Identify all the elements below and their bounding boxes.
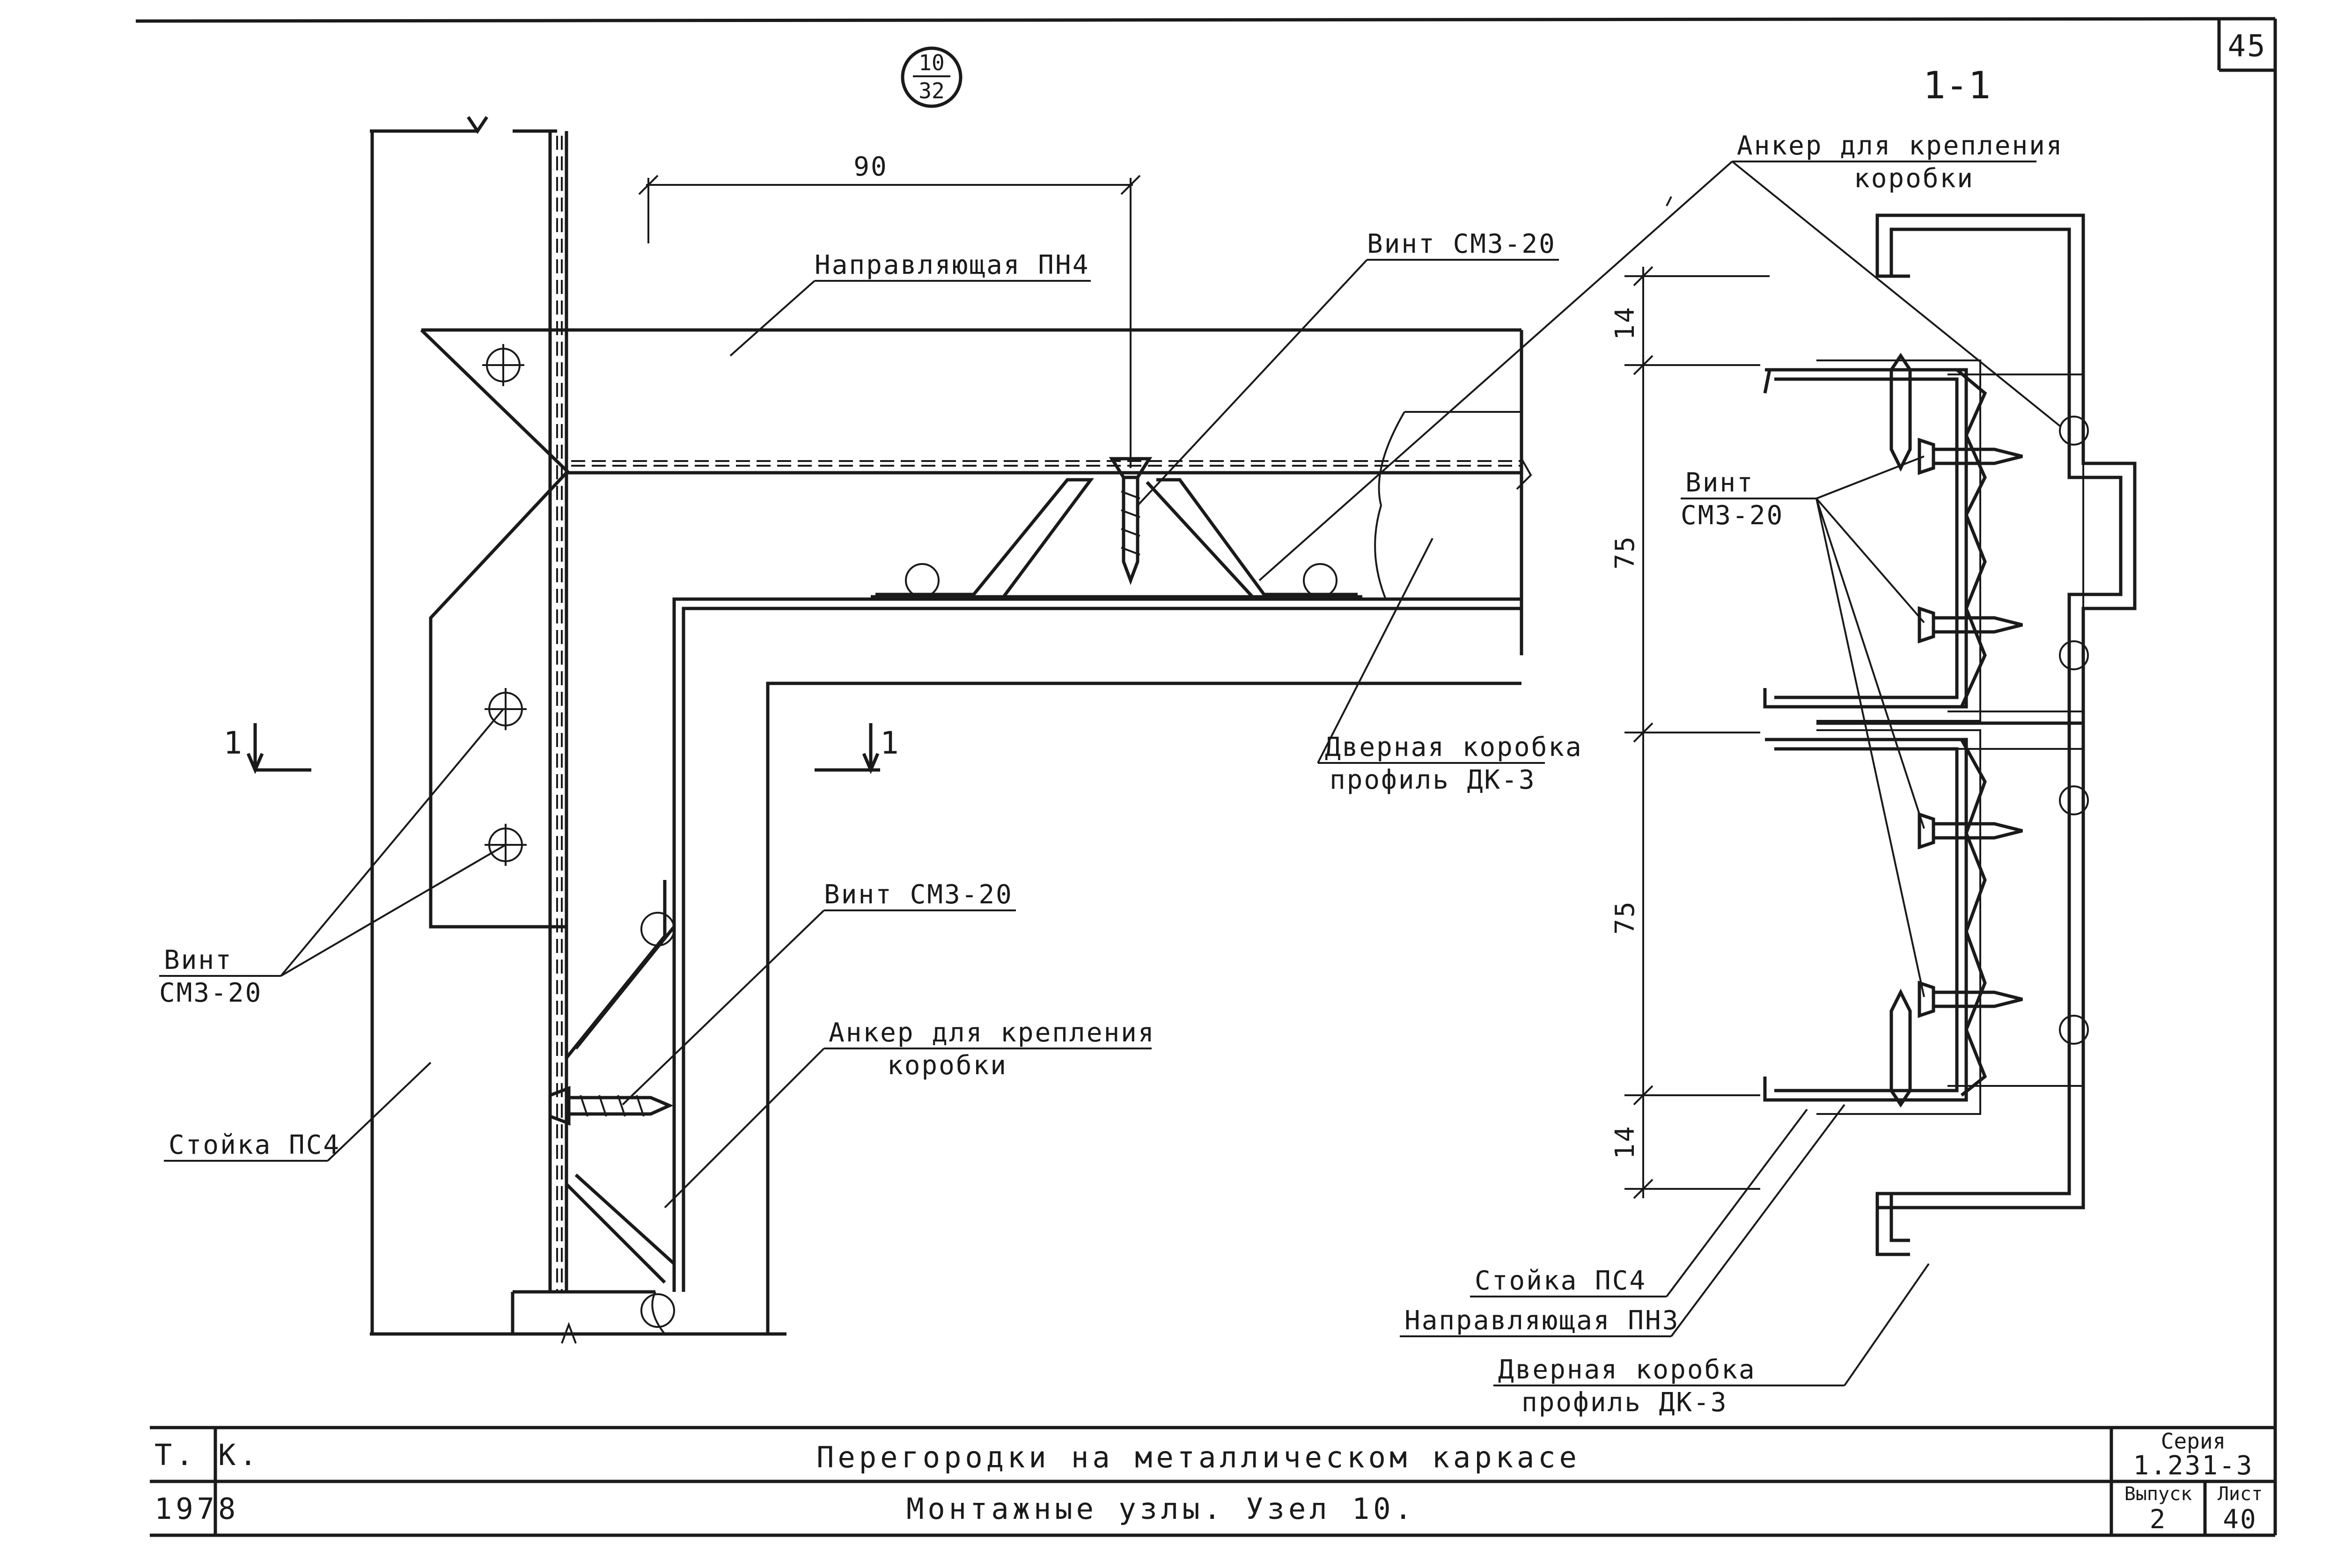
label-screw-right-1: Винт	[1685, 468, 1754, 498]
title-main: Перегородки на металлическом каркасе	[816, 1440, 1580, 1474]
label-door-frame-bottom-2: профиль ДК-3	[1521, 1387, 1728, 1418]
section-mark-left: 1	[223, 725, 243, 761]
issue-label: Выпуск	[2124, 1483, 2192, 1505]
left-annotations: Направляющая ПН4 Винт СМ3-20 Винт СМ3-20…	[159, 229, 1583, 1209]
node-marker: 10 32	[901, 46, 963, 108]
section-1-1-detail: 14 75 75 14	[1610, 213, 2137, 1256]
title-year: 1978	[154, 1492, 239, 1526]
section-title: 1-1	[1923, 64, 1991, 107]
label-screw-top: Винт СМ3-20	[1367, 229, 1556, 259]
dimension-14-bottom: 14	[1610, 1125, 1640, 1159]
label-guide-pn3: Направляющая ПН3	[1404, 1305, 1679, 1336]
title-block: Т. К. 1978 Перегородки на металлическом …	[150, 1428, 2275, 1535]
label-screw-right-2: СМ3-20	[1681, 500, 1784, 531]
dimension-75-bottom: 75	[1610, 900, 1640, 934]
sheet-value: 40	[2223, 1504, 2257, 1535]
label-guide-pn4: Направляющая ПН4	[815, 250, 1089, 280]
label-door-frame-bottom-1: Дверная коробка	[1498, 1355, 1756, 1385]
series-label: Серия	[2161, 1429, 2226, 1454]
label-anchor-mid-1: Анкер для крепления	[829, 1018, 1155, 1048]
label-post-pc4-left: Стойка ПС4	[169, 1130, 340, 1160]
title-org: Т. К.	[154, 1438, 261, 1472]
sheet-label: Лист	[2218, 1483, 2263, 1505]
dimension-90: 90	[853, 152, 888, 182]
label-post-pc4-right: Стойка ПС4	[1475, 1266, 1646, 1296]
label-door-frame-mid-1: Дверная коробка	[1325, 732, 1583, 762]
label-door-frame-mid-2: профиль ДК-3	[1330, 765, 1536, 795]
section-mark-right: 1	[880, 725, 900, 761]
label-anchor-right-2: коробки	[1854, 163, 1974, 194]
issue-value: 2	[2150, 1504, 2167, 1535]
left-detail: 90 1 1	[223, 116, 1532, 1344]
label-screw-left-2: СМ3-20	[159, 978, 262, 1008]
label-anchor-mid-2: коробки	[887, 1050, 1007, 1081]
dimension-14-top: 14	[1610, 306, 1640, 340]
label-screw-mid: Винт СМ3-20	[824, 879, 1013, 910]
node-marker-bottom: 32	[919, 78, 944, 103]
dimension-75-top: 75	[1610, 535, 1640, 569]
sheet-frame	[135, 17, 2277, 1537]
title-subtitle: Монтажные узлы. Узел 10.	[906, 1492, 1416, 1526]
label-screw-left-1: Винт	[164, 945, 233, 975]
right-annotations: Анкер для крепления коробки Винт СМ3-20 …	[1258, 131, 2064, 1418]
series-value: 1.231-3	[2133, 1451, 2253, 1481]
label-anchor-right-1: Анкер для крепления	[1737, 131, 2064, 161]
page-number: 45	[2227, 29, 2266, 64]
node-marker-top: 10	[919, 50, 944, 75]
